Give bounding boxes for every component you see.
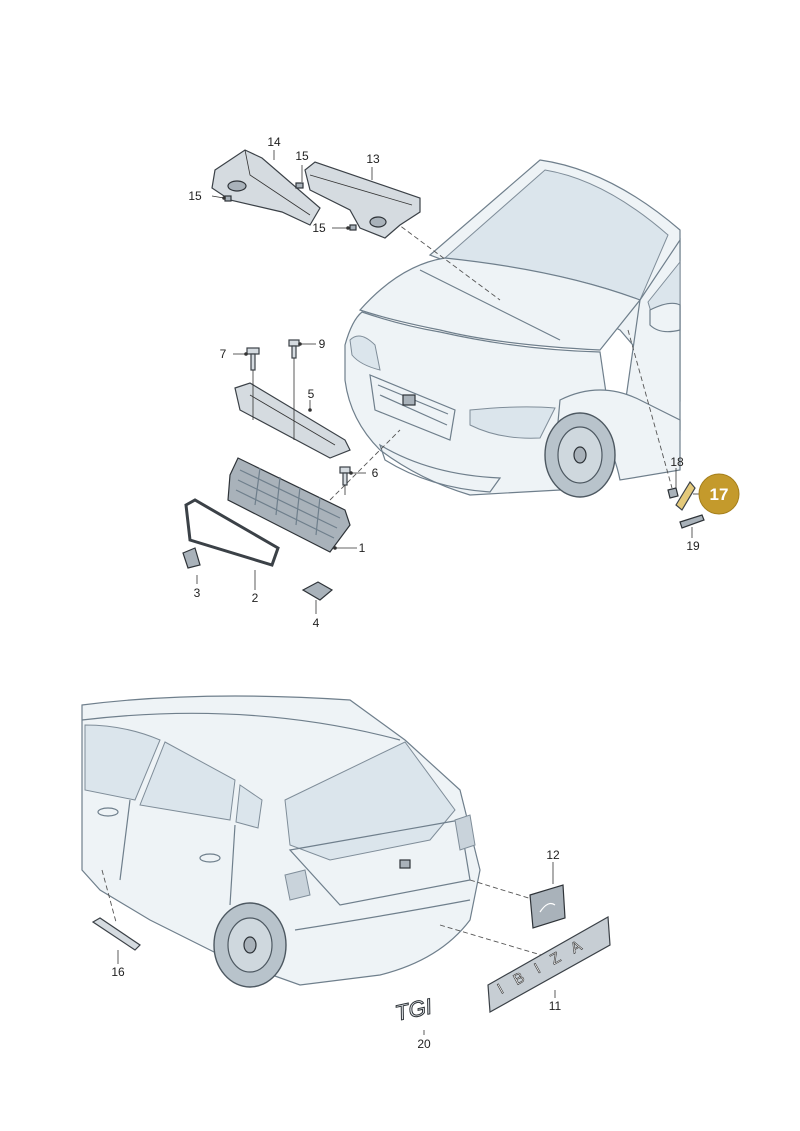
- callout-18: 18: [670, 455, 684, 469]
- trim-19: [679, 514, 705, 529]
- callout-3: 3: [194, 586, 201, 600]
- callout-2: 2: [252, 591, 259, 605]
- front-car-illustration: [344, 159, 681, 498]
- highlighted-callout-label: 17: [710, 485, 729, 504]
- ibiza-emblem-text: IBIZA: [495, 931, 597, 998]
- rear-badge-plate: [529, 884, 566, 929]
- callout-numbers: 14 15 13 15 15 7 9 5 6 1 3 2 4 18 19 12 …: [111, 135, 700, 1051]
- callout-6: 6: [372, 466, 379, 480]
- callout-1: 1: [359, 541, 366, 555]
- side-trim-part-17: [675, 480, 696, 511]
- grille-bracket: [234, 382, 351, 459]
- callout-14: 14: [267, 135, 281, 149]
- tgi-emblem: TGI: [392, 993, 434, 1026]
- callout-9: 9: [319, 337, 326, 351]
- callout-13: 13: [366, 152, 380, 166]
- cowl-clip: [295, 182, 304, 189]
- cowl-panel-right: [304, 161, 421, 239]
- highlighted-callout-17[interactable]: 17: [693, 473, 740, 515]
- ibiza-emblem-plate: IBIZA: [487, 916, 611, 1013]
- cowl-clip: [349, 224, 357, 231]
- rear-car-illustration: [81, 695, 481, 988]
- callout-19: 19: [686, 539, 700, 553]
- screw-9: [288, 339, 300, 359]
- callout-15-bottom: 15: [312, 221, 326, 235]
- callout-20: 20: [417, 1037, 431, 1051]
- callout-15-top: 15: [295, 149, 309, 163]
- callout-leaders: [117, 150, 693, 1035]
- grille-clip: [182, 547, 201, 569]
- tgi-emblem-text: TGI: [393, 994, 434, 1026]
- clip-18: [667, 487, 679, 499]
- rear-side-trim: [91, 917, 141, 951]
- grille-trim-frame: [184, 498, 280, 567]
- cowl-panel-left: [211, 149, 321, 226]
- callout-4: 4: [313, 616, 320, 630]
- screw-6: [339, 466, 351, 486]
- cowl-clip: [224, 195, 232, 202]
- screw-7: [246, 347, 260, 371]
- callout-15-left: 15: [188, 189, 202, 203]
- callout-16: 16: [111, 965, 125, 979]
- callout-5: 5: [308, 387, 315, 401]
- radiator-grille: [227, 457, 351, 553]
- callout-11: 11: [549, 999, 562, 1013]
- callout-12: 12: [546, 848, 560, 862]
- callout-7: 7: [220, 347, 227, 361]
- cupra-badge: [301, 581, 334, 601]
